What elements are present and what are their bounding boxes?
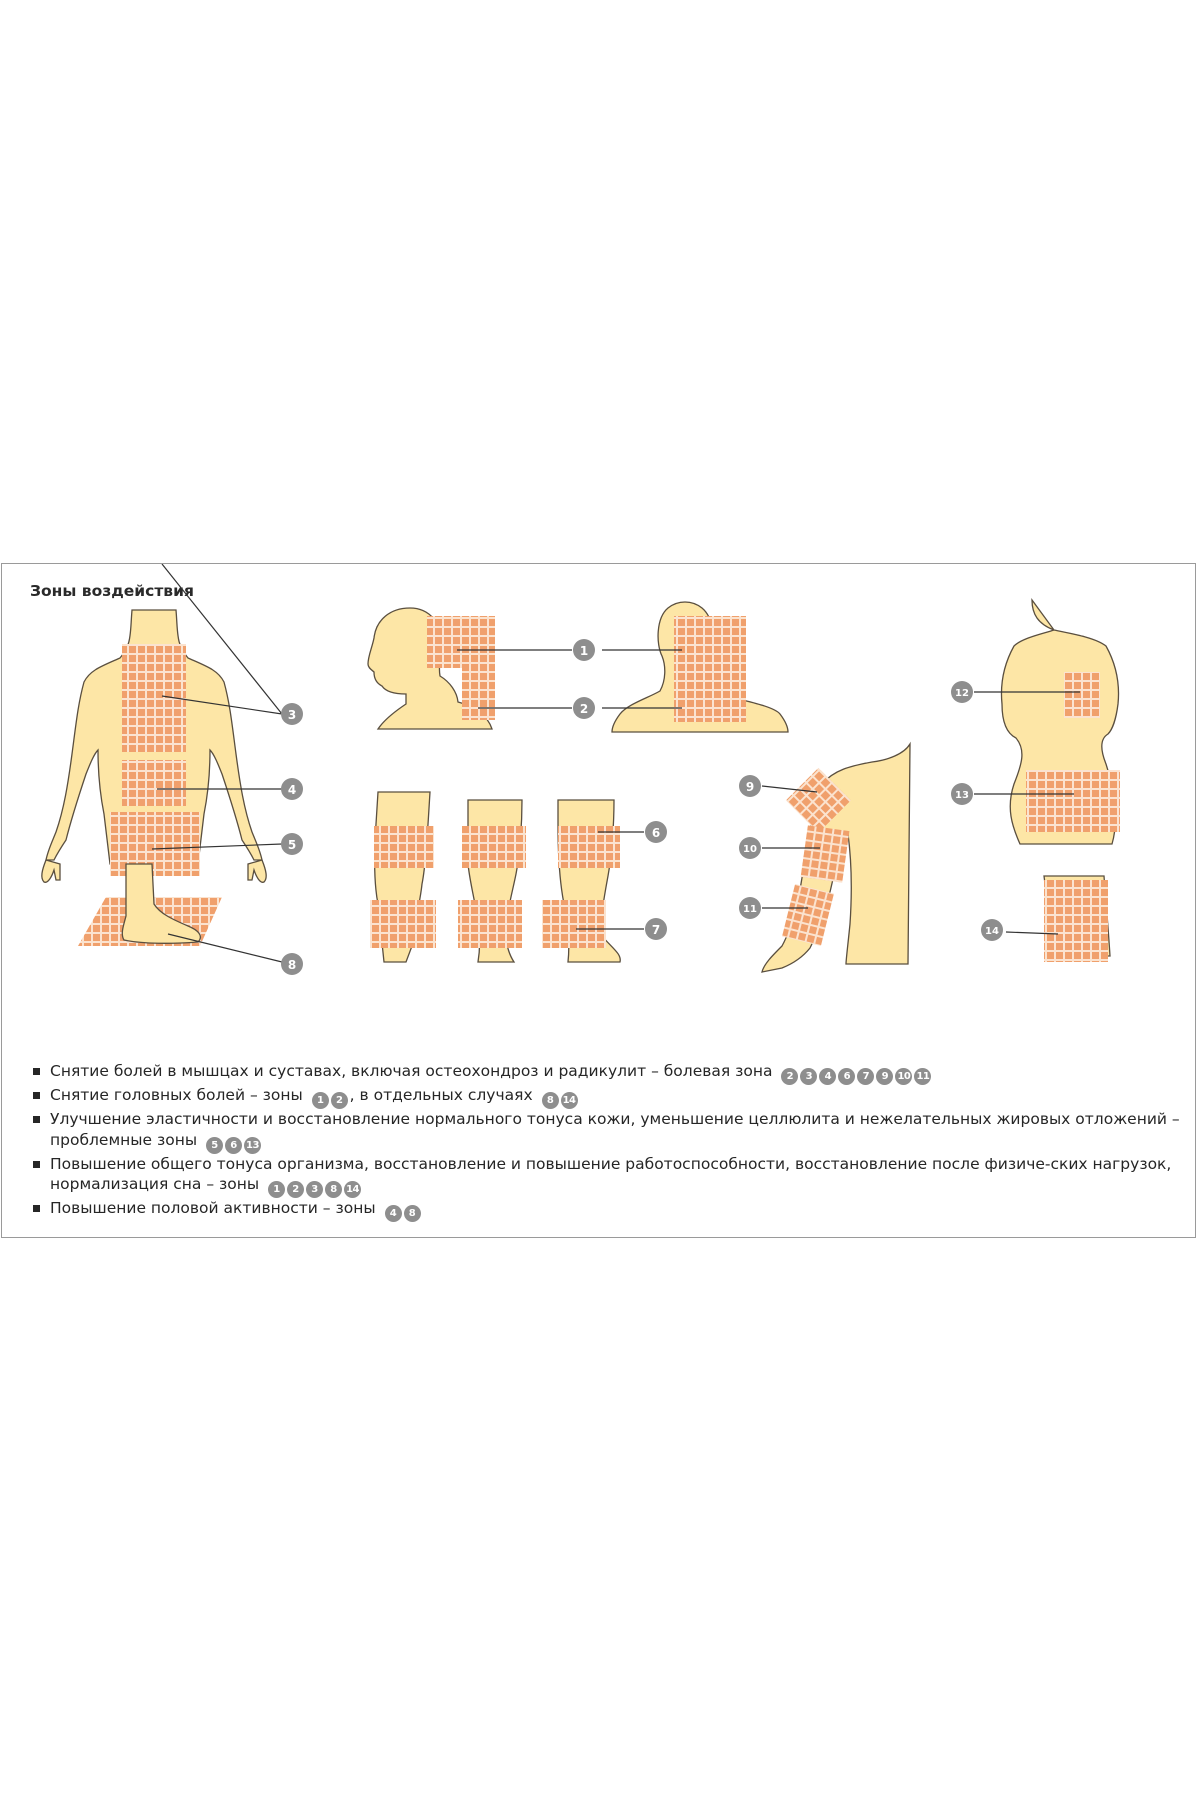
legend-text: Повышение половой активности – зоны [50, 1199, 381, 1217]
zone-5-grid [110, 812, 200, 876]
bullet-icon [33, 1205, 40, 1212]
zone-2-grid-back [674, 664, 746, 722]
zone-6-grid-1 [374, 826, 434, 868]
zone-13-grid [1026, 770, 1120, 832]
legend-item: Улучшение эластичности и восстановление … [30, 1109, 1180, 1154]
zone-chip: 2 [781, 1068, 799, 1085]
zones-illustration: 3 4 5 8 1 2 6 7 9 10 11 12 13 14 [41, 564, 1120, 975]
zone-1-grid-back [674, 616, 746, 664]
bullet-icon [33, 1092, 40, 1099]
legend-text: Снятие головных болей – зоны [50, 1086, 308, 1104]
svg-text:8: 8 [288, 958, 296, 972]
zone-7-grid-2 [458, 900, 522, 948]
svg-text:14: 14 [985, 926, 999, 937]
marker-5: 5 [281, 833, 303, 855]
zone-chip: 14 [560, 1092, 578, 1109]
zone-9-grid [785, 767, 851, 833]
zone-7-grid-3 [542, 900, 606, 948]
zone-chip: 6 [838, 1068, 856, 1085]
marker-10: 10 [739, 837, 761, 859]
svg-text:4: 4 [288, 783, 296, 797]
legend-text: , в отдельных случаях [349, 1086, 538, 1104]
marker-13: 13 [951, 783, 973, 805]
svg-text:13: 13 [955, 790, 969, 801]
zone-11-grid [782, 883, 834, 947]
marker-3: 3 [281, 703, 303, 725]
bullet-icon [33, 1160, 40, 1168]
zone-chip: 2 [330, 1092, 348, 1109]
zone-chip: 7 [857, 1068, 875, 1085]
zone-chip: 13 [244, 1136, 262, 1154]
zone-chip: 5 [206, 1136, 224, 1154]
legend: Снятие болей в мышцах и суставах, включа… [30, 1061, 1180, 1222]
zone-12-grid [1064, 672, 1100, 718]
leader-lines [151, 564, 1080, 963]
zone-6-grid-2 [462, 826, 526, 868]
zone-chip: 3 [306, 1181, 324, 1198]
svg-text:2: 2 [580, 702, 588, 716]
marker-6: 6 [645, 821, 667, 843]
svg-text:10: 10 [743, 844, 757, 855]
svg-text:6: 6 [652, 826, 660, 840]
zone-chip: 8 [325, 1181, 343, 1198]
bullet-icon [33, 1068, 40, 1075]
svg-text:3: 3 [288, 708, 296, 722]
svg-text:12: 12 [955, 688, 969, 699]
marker-9: 9 [739, 775, 761, 797]
zone-chip: 3 [800, 1068, 818, 1085]
zone-4-grid [122, 760, 186, 806]
marker-7: 7 [645, 918, 667, 940]
zone-chip: 1 [268, 1181, 286, 1198]
svg-text:7: 7 [652, 923, 660, 937]
marker-2: 2 [573, 697, 595, 719]
marker-4: 4 [281, 778, 303, 800]
zone-chip: 10 [895, 1068, 913, 1085]
panel-title: Зоны воздействия [30, 582, 194, 600]
zone-6-grid-3 [558, 826, 620, 868]
zone-chip: 14 [344, 1181, 362, 1198]
legend-text: Снятие болей в мышцах и суставах, включа… [50, 1062, 778, 1080]
bullet-icon [33, 1116, 40, 1123]
legend-item: Повышение общего тонуса организма, восст… [30, 1154, 1180, 1198]
zone-chip: 4 [819, 1068, 837, 1085]
legend-text: Повышение общего тонуса организма, восст… [50, 1154, 1172, 1194]
marker-12: 12 [951, 681, 973, 703]
zone-chip: 1 [311, 1092, 329, 1109]
zone-chip: 2 [287, 1181, 305, 1198]
marker-8: 8 [281, 953, 303, 975]
marker-14: 14 [981, 919, 1003, 941]
svg-text:9: 9 [746, 780, 754, 794]
svg-text:1: 1 [580, 644, 588, 658]
zone-chip: 8 [541, 1092, 559, 1109]
legend-text: Улучшение эластичности и восстановление … [50, 1110, 1180, 1149]
svg-text:11: 11 [743, 904, 757, 915]
zone-chip: 4 [384, 1205, 402, 1222]
legend-item: Снятие болей в мышцах и суставах, включа… [30, 1061, 1180, 1085]
marker-1: 1 [573, 639, 595, 661]
zone-1-grid-side [427, 616, 495, 668]
marker-11: 11 [739, 897, 761, 919]
zone-14-grid [1044, 880, 1108, 962]
zone-chip: 9 [876, 1068, 894, 1085]
zone-10-grid [800, 825, 850, 883]
zones-panel: Зоны воздействия [1, 563, 1196, 1238]
zone-chip: 11 [914, 1068, 932, 1085]
svg-text:5: 5 [288, 838, 296, 852]
foot-figure [78, 863, 222, 946]
zone-chip: 6 [225, 1136, 243, 1154]
zone-2-grid-side [462, 668, 495, 720]
zone-7-grid-1 [370, 900, 436, 948]
zone-chip: 8 [403, 1205, 421, 1222]
